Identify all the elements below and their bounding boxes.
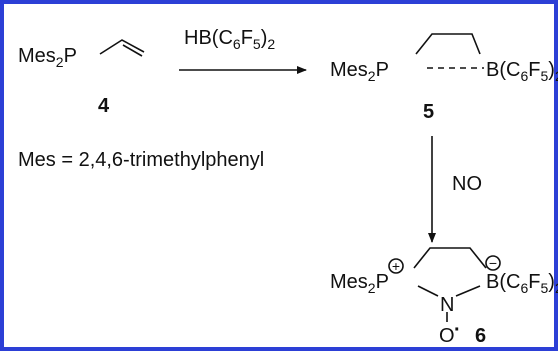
compound-6-formula-right: B(C6F5)2 (486, 271, 558, 296)
reaction-arrow-1: HB(C6F5)2 (179, 27, 307, 74)
vinyl-double-bond (122, 44, 143, 57)
compound-6: + − Mes2P B(C6F5)2 N O · 6 (330, 247, 558, 347)
compound-4-number: 4 (98, 95, 110, 117)
compound-5: Mes2P B(C6F5)2 5 (330, 33, 558, 123)
reaction-scheme: Mes2P 4 HB(C6F5)2 Mes2P B(C6F5)2 5 Mes =… (18, 27, 558, 347)
reagent-no: NO (452, 173, 482, 195)
reaction-arrow-2: NO (428, 136, 482, 243)
reagent-hbc6f5-2: HB(C6F5)2 (184, 27, 275, 52)
mes-definition: Mes = 2,4,6-trimethylphenyl (18, 149, 264, 171)
p-n-bond (417, 285, 439, 297)
vinyl-bond (99, 39, 145, 55)
compound-5-formula-left: Mes2P (330, 59, 389, 84)
n-b-bond (455, 285, 481, 297)
nitrogen-atom: N (440, 294, 454, 316)
minus-charge: − (489, 255, 497, 271)
compound-5-formula-right: B(C6F5)2 (486, 59, 558, 84)
minus-charge-circle (485, 255, 501, 271)
plus-charge: + (392, 258, 400, 274)
compound-5-number: 5 (423, 101, 434, 123)
compound-4: Mes2P 4 (18, 39, 145, 117)
compound-6-number: 6 (475, 325, 486, 347)
plus-charge-circle (388, 258, 404, 274)
compound-6-formula-left: Mes2P (330, 271, 389, 296)
oxygen-atom: O (439, 325, 455, 347)
ring-top-bonds (413, 247, 487, 269)
ethylene-bridge (415, 33, 481, 55)
compound-4-formula: Mes2P (18, 45, 77, 70)
radical-dot: · (454, 319, 461, 341)
